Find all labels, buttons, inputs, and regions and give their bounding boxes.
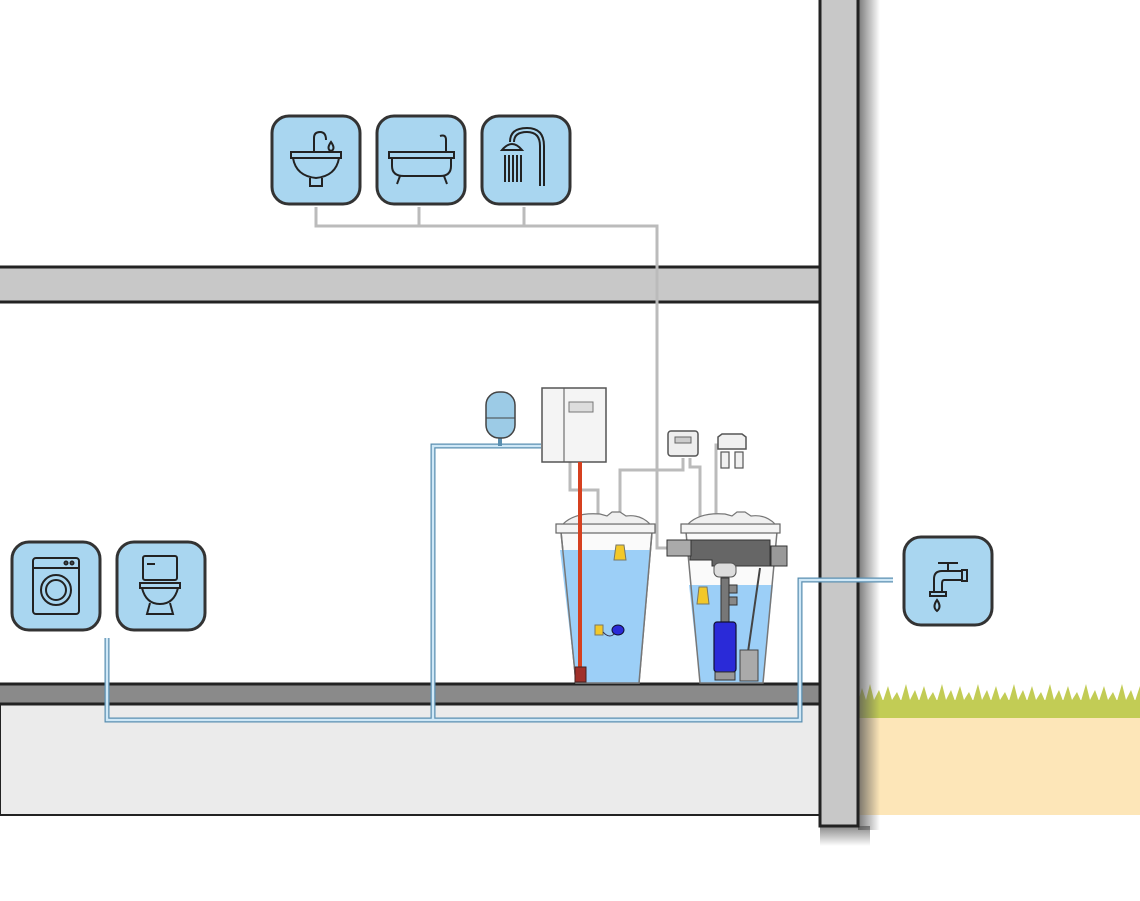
garden-tap-icon [929,562,968,613]
expansion-vessel [485,391,516,439]
washing-machine-icon [32,557,80,615]
upper-floor-slab [0,265,860,304]
shower-icon [499,126,545,186]
pump-tank [666,511,788,684]
exterior-wall [818,0,860,828]
toilet-icon [139,555,181,615]
fixture-toilet [115,540,207,632]
drainage-pump [739,649,759,682]
submersible-pump [713,621,737,673]
storage-tank [555,462,656,684]
outdoor-ground [858,684,1140,815]
pump-controller-unit [541,387,607,463]
suction-filter [574,666,587,683]
vent-cap [717,433,747,469]
supply-pipes [104,438,893,723]
fixture-sink [270,114,362,206]
ground-floor-slab [0,682,822,706]
fixture-garden-tap [902,535,994,627]
bathtub-icon [388,134,455,185]
fixture-washing-machine [10,540,102,632]
fixture-bathtub [375,114,467,206]
fixture-shower [480,114,572,206]
sink-faucet-icon [290,130,342,187]
level-indicator [667,430,699,457]
float-switch [613,544,627,561]
float-ball [611,624,625,636]
